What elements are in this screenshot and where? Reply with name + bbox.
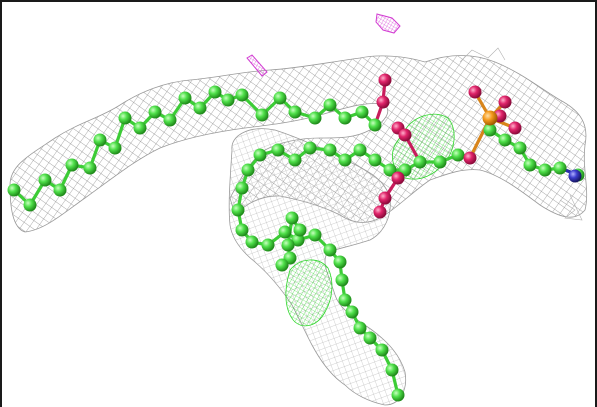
carbon-atom[interactable] <box>323 98 337 112</box>
carbon-atom[interactable] <box>338 111 352 125</box>
carbon-atom[interactable] <box>278 225 292 239</box>
carbon-atom[interactable] <box>273 91 287 105</box>
carbon-atom[interactable] <box>523 158 537 172</box>
carbon-atom[interactable] <box>193 101 207 115</box>
carbon-atom[interactable] <box>241 163 255 177</box>
nitrogen-atom[interactable] <box>568 169 582 183</box>
carbon-atom[interactable] <box>433 155 447 169</box>
carbon-atom[interactable] <box>353 321 367 335</box>
carbon-atom[interactable] <box>235 88 249 102</box>
carbon-atom[interactable] <box>338 293 352 307</box>
carbon-atom[interactable] <box>413 155 427 169</box>
oxygen-atom[interactable] <box>463 151 477 165</box>
carbon-atom[interactable] <box>7 183 21 197</box>
carbon-atom[interactable] <box>178 91 192 105</box>
oxygen-atom[interactable] <box>376 95 390 109</box>
carbon-atom[interactable] <box>333 255 347 269</box>
carbon-atom[interactable] <box>308 111 322 125</box>
carbon-atom[interactable] <box>255 108 269 122</box>
oxygen-atom[interactable] <box>378 73 392 87</box>
carbon-atom[interactable] <box>208 85 222 99</box>
carbon-atom[interactable] <box>235 223 249 237</box>
oxygen-atom[interactable] <box>508 121 522 135</box>
carbon-atom[interactable] <box>383 163 397 177</box>
carbon-atom[interactable] <box>118 111 132 125</box>
carbon-atom[interactable] <box>271 143 285 157</box>
carbon-atom[interactable] <box>275 258 289 272</box>
carbon-atom[interactable] <box>38 173 52 187</box>
phosphorus-atom[interactable] <box>482 110 498 126</box>
frame-top-border <box>0 0 597 2</box>
carbon-atom[interactable] <box>308 228 322 242</box>
carbon-atom[interactable] <box>281 238 295 252</box>
oxygen-atom[interactable] <box>373 205 387 219</box>
oxygen-atom[interactable] <box>468 85 482 99</box>
carbon-atom[interactable] <box>338 153 352 167</box>
carbon-atom[interactable] <box>355 105 369 119</box>
carbon-atom[interactable] <box>368 153 382 167</box>
carbon-atom[interactable] <box>345 305 359 319</box>
carbon-atom[interactable] <box>538 163 552 177</box>
difference-density-magenta-top <box>375 13 401 34</box>
carbon-atom[interactable] <box>375 343 389 357</box>
carbon-atom[interactable] <box>293 223 307 237</box>
carbon-atom[interactable] <box>23 198 37 212</box>
carbon-atom[interactable] <box>235 181 249 195</box>
carbon-atom[interactable] <box>513 141 527 155</box>
carbon-atom[interactable] <box>291 233 305 247</box>
carbon-atom[interactable] <box>303 141 317 155</box>
carbon-atom[interactable] <box>553 161 567 175</box>
carbon-atom[interactable] <box>385 363 399 377</box>
carbon-atom[interactable] <box>245 235 259 249</box>
carbon-atom[interactable] <box>288 153 302 167</box>
oxygen-atom[interactable] <box>398 128 412 142</box>
frame-left-border <box>0 0 2 407</box>
carbon-atom[interactable] <box>323 143 337 157</box>
oxygen-atom[interactable] <box>378 191 392 205</box>
carbon-atom[interactable] <box>148 105 162 119</box>
carbon-atom[interactable] <box>65 158 79 172</box>
atom-group <box>7 73 585 402</box>
carbon-atom[interactable] <box>108 141 122 155</box>
frame-right-border <box>595 0 597 407</box>
carbon-atom[interactable] <box>163 113 177 127</box>
carbon-atom[interactable] <box>285 211 299 225</box>
carbon-atom[interactable] <box>93 133 107 147</box>
difference-density-green-lower <box>285 259 333 327</box>
carbon-atom[interactable] <box>253 148 267 162</box>
carbon-atom[interactable] <box>323 243 337 257</box>
carbon-atom[interactable] <box>221 93 235 107</box>
carbon-atom[interactable] <box>368 118 382 132</box>
oxygen-atom[interactable] <box>391 171 405 185</box>
carbon-atom[interactable] <box>353 143 367 157</box>
carbon-atom[interactable] <box>261 238 275 252</box>
density-mesh-headgroup-fringe <box>459 47 583 221</box>
carbon-atom[interactable] <box>133 121 147 135</box>
carbon-atom[interactable] <box>451 148 465 162</box>
carbon-atom[interactable] <box>83 161 97 175</box>
carbon-atom[interactable] <box>391 388 405 402</box>
carbon-atom[interactable] <box>288 105 302 119</box>
oxygen-atom[interactable] <box>498 95 512 109</box>
carbon-atom[interactable] <box>335 273 349 287</box>
carbon-atom[interactable] <box>483 123 497 137</box>
carbon-atom[interactable] <box>363 331 377 345</box>
difference-density-magenta-rod <box>246 54 268 77</box>
carbon-atom[interactable] <box>53 183 67 197</box>
carbon-atom[interactable] <box>231 203 245 217</box>
carbon-atom[interactable] <box>498 133 512 147</box>
